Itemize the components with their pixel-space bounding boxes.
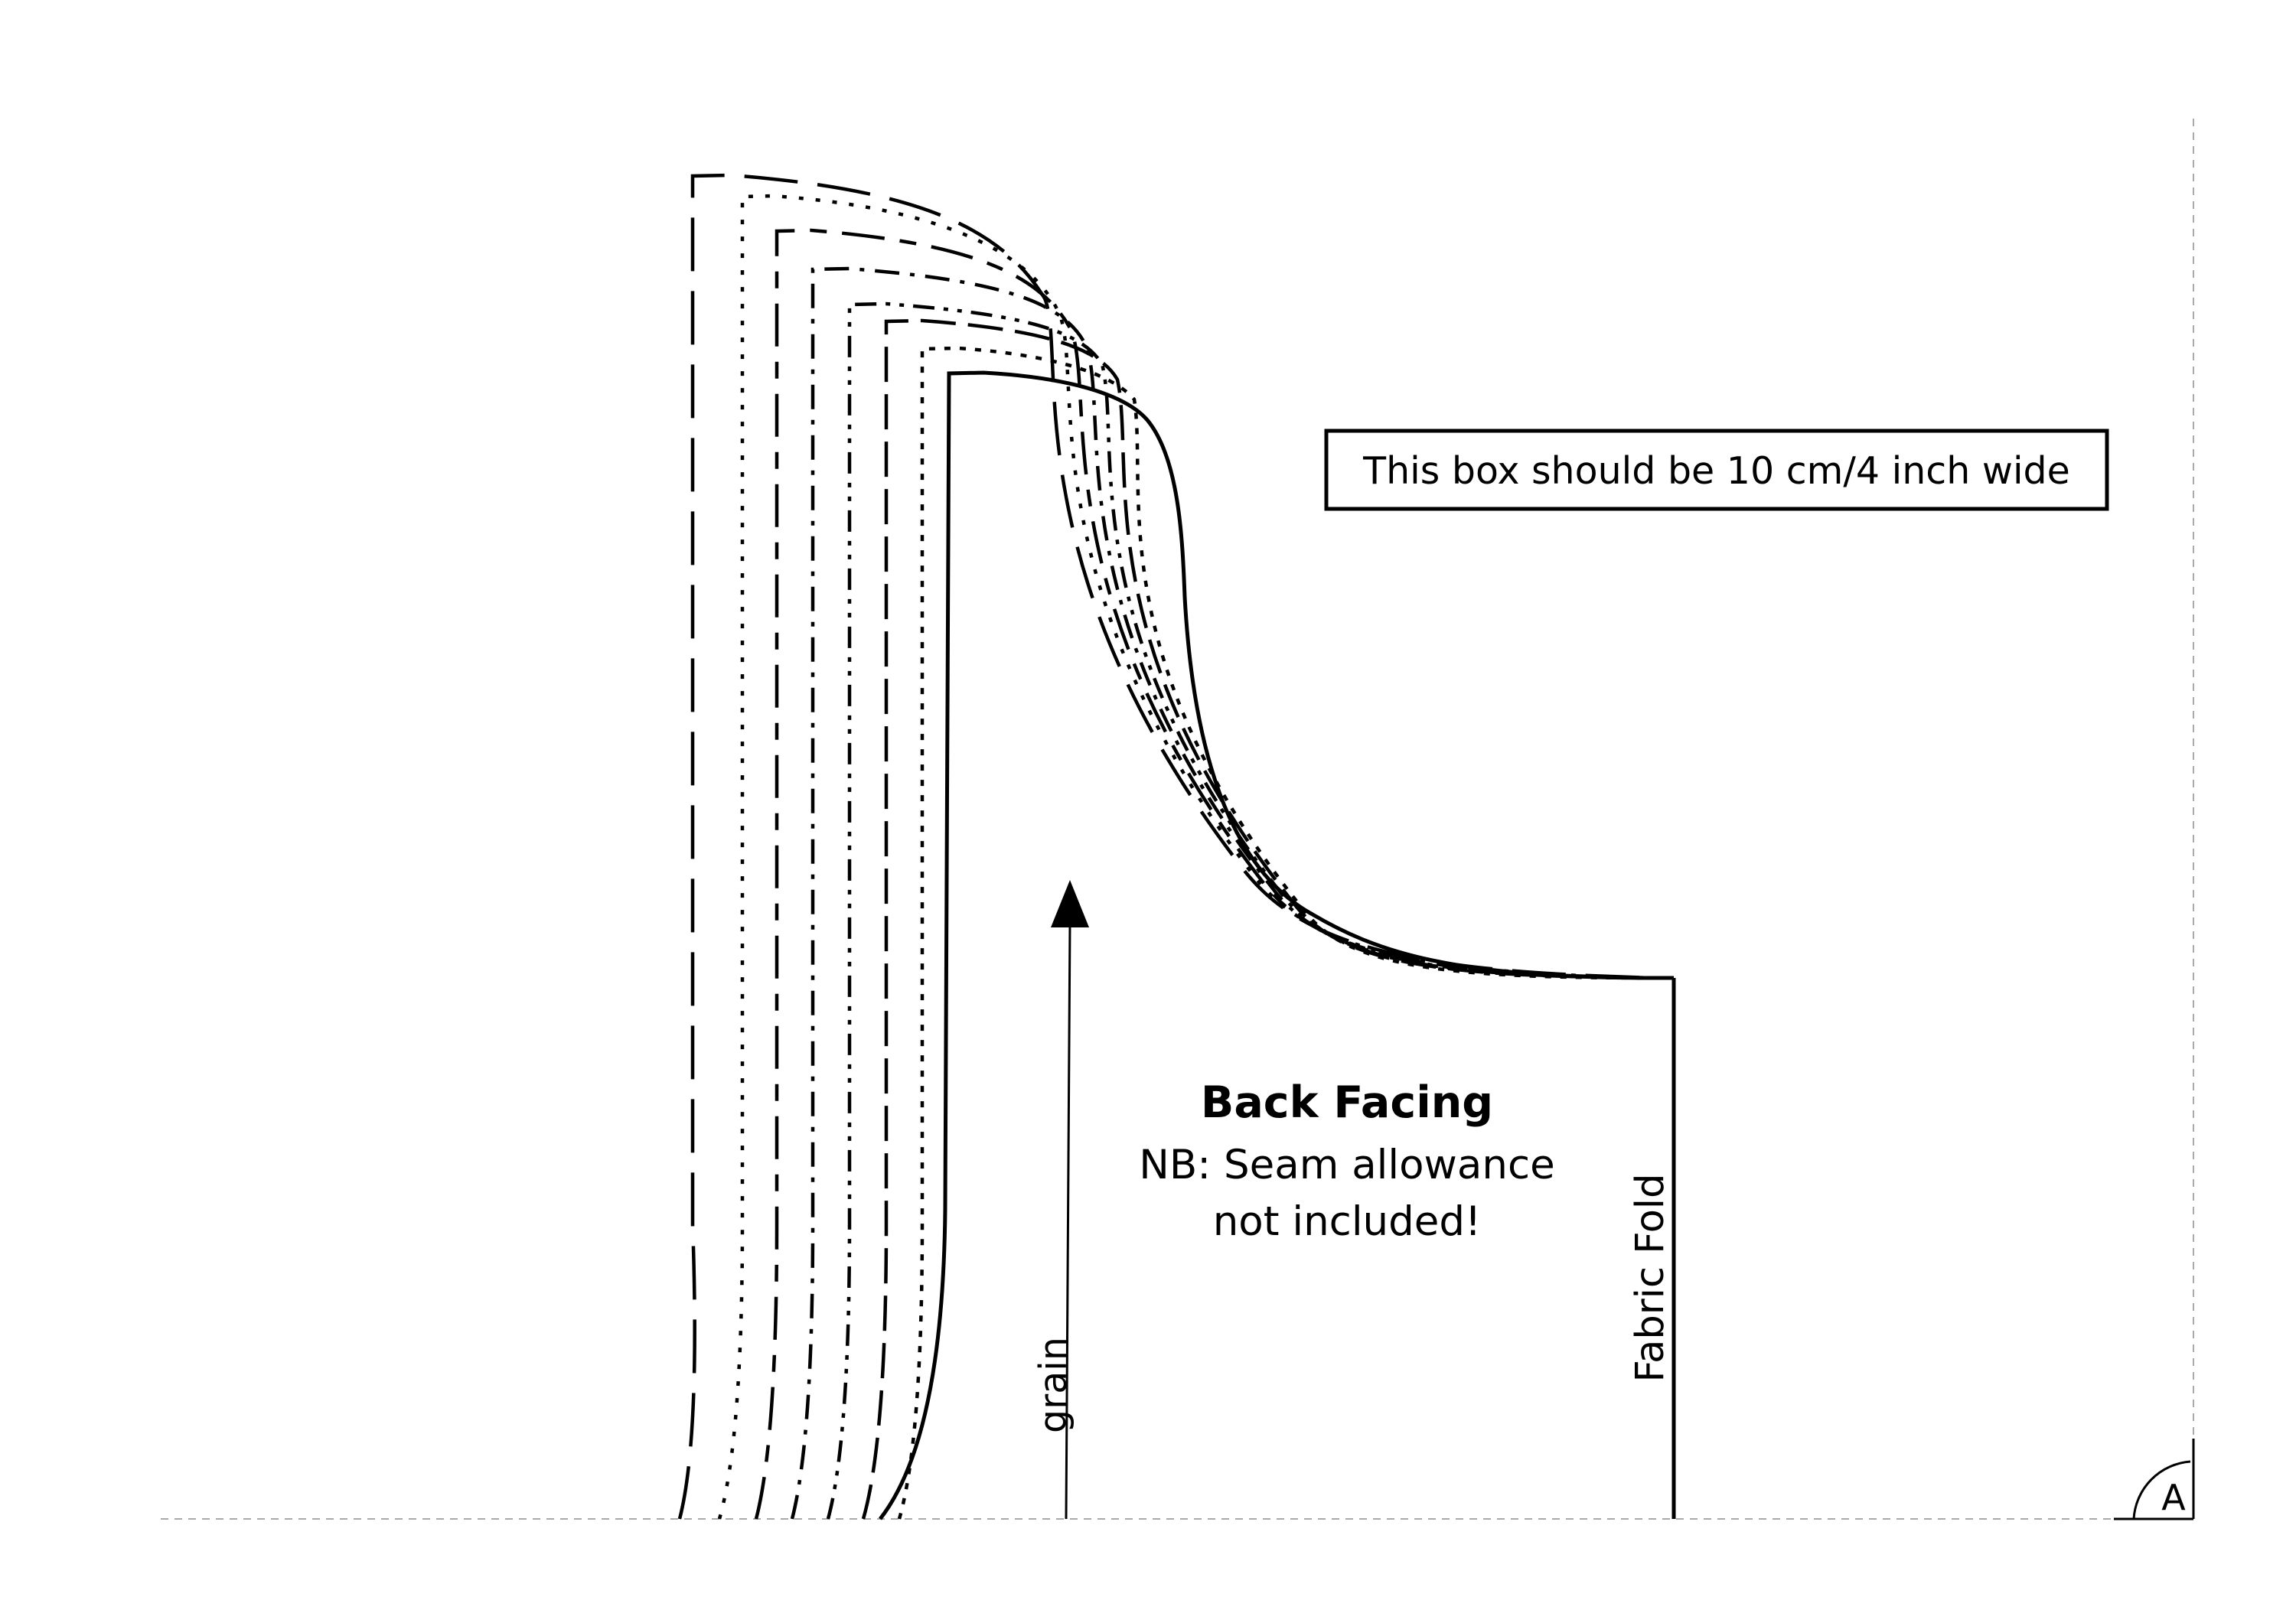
size-line-3 (754, 228, 1658, 1520)
piece-title: Back Facing (1201, 1077, 1493, 1128)
size-line-7 (897, 346, 1658, 1520)
size-line-1 (677, 173, 1658, 1520)
page-marker-letter: A (2161, 1477, 2186, 1518)
test-square-box (1324, 429, 2109, 511)
size-line-6 (861, 318, 1658, 1520)
size-line-2 (717, 194, 1658, 1520)
grain-label: grain (1032, 1337, 1075, 1433)
seam-allowance-note-line1: NB: Seam allowance (1139, 1142, 1554, 1188)
grain-arrow-line (1065, 921, 1071, 1520)
size-outlines (677, 173, 1658, 1520)
fabric-fold-label: Fabric Fold (1628, 1174, 1673, 1383)
test-square-label: This box should be 10 cm/4 inch wide (1362, 449, 2070, 493)
page-marker: A (2114, 1439, 2195, 1520)
grain-arrow-head (1051, 880, 1089, 927)
seam-allowance-note-line2: not included! (1213, 1198, 1482, 1245)
size-line-4 (790, 266, 1658, 1520)
size-line-8 (879, 370, 1658, 1520)
page-marker-arc (2132, 1460, 2191, 1520)
